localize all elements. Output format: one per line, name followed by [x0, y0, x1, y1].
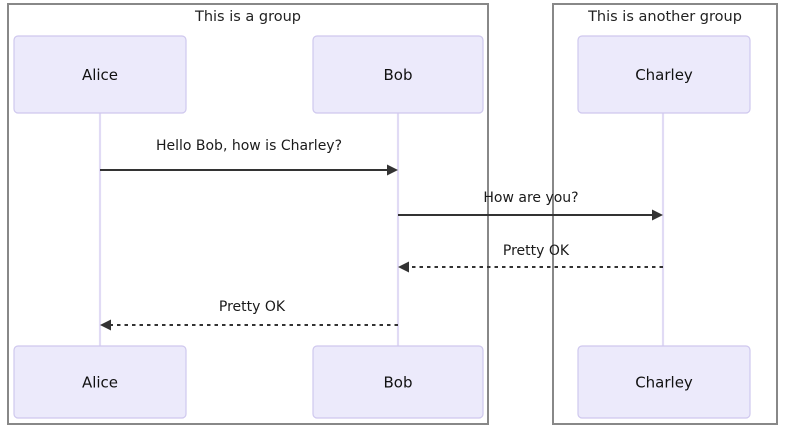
message-label: How are you? [483, 190, 578, 206]
group-boxes-layer: This is a group This is another group [7, 3, 778, 425]
actor-box [312, 35, 484, 114]
arrow-head-icon [398, 261, 409, 273]
arrow-head-icon [652, 209, 663, 221]
actor-label: Bob [384, 374, 413, 392]
actor-label: Charley [635, 374, 693, 392]
message-3[interactable]: Pretty OK [398, 243, 663, 273]
message-1[interactable]: Hello Bob, how is Charley? [100, 138, 398, 176]
group-title: This is another group [587, 9, 742, 25]
actor-box [13, 345, 187, 419]
actor-label: Charley [635, 66, 693, 84]
actor-bob-top[interactable]: Bob [312, 35, 484, 114]
actor-bob-bottom[interactable]: Bob [312, 345, 484, 419]
group-border [552, 3, 778, 425]
actor-box [13, 35, 187, 114]
messages-layer: Hello Bob, how is Charley? How are you? Pr… [100, 138, 663, 331]
actor-charley-bottom[interactable]: Charley [577, 345, 751, 419]
actor-label: Alice [82, 66, 118, 84]
actor-label: Alice [82, 374, 118, 392]
actor-box [312, 345, 484, 419]
message-4[interactable]: Pretty OK [100, 299, 398, 331]
group-title: This is a group [194, 9, 301, 25]
lifelines-layer [98, 113, 665, 346]
group-2[interactable]: This is another group [552, 3, 778, 425]
arrow-head-icon [387, 164, 398, 176]
message-label: Hello Bob, how is Charley? [156, 138, 342, 154]
actor-box [577, 35, 751, 114]
message-label: Pretty OK [219, 299, 286, 315]
actor-box [577, 345, 751, 419]
actor-label: Bob [384, 66, 413, 84]
actor-alice-bottom[interactable]: Alice [13, 345, 187, 419]
actor-alice-top[interactable]: Alice [13, 35, 187, 114]
message-label: Pretty OK [503, 243, 570, 259]
group-1[interactable]: This is a group [7, 3, 489, 425]
arrow-head-icon [100, 319, 111, 331]
actor-charley-top[interactable]: Charley [577, 35, 751, 114]
group-border [7, 3, 489, 425]
message-2[interactable]: How are you? [398, 190, 663, 221]
